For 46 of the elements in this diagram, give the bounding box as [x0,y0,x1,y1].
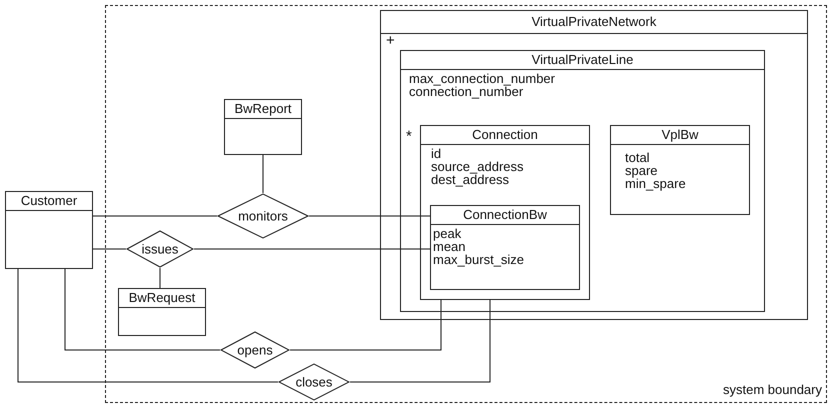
class-box [400,50,765,312]
class-box [118,288,206,336]
multiplicity-mark: + [386,32,395,49]
class-name: BwRequest [119,289,205,308]
connector-line [64,268,220,350]
connector-line [194,248,430,250]
attribute-text: peak [433,227,462,240]
attribute-text: spare [625,164,658,177]
attribute-text: id [431,147,442,160]
class-name: ConnectionBw [431,206,579,225]
attribute-text: source_address [431,160,524,173]
class-name: Customer [6,192,92,211]
boundary-box [105,5,827,403]
attribute-text: total [625,151,650,164]
relationship-diamond [220,331,290,369]
class-box [610,125,750,215]
relationship-label: issues [142,242,178,256]
connector-line [290,300,442,350]
connector-line [18,268,278,382]
attribute-text: min_spare [625,177,686,190]
relationship-diamond [217,193,309,239]
class-box [5,191,93,269]
connector-line [350,300,490,382]
attribute-text: max_burst_size [433,253,524,266]
class-name: VirtualPrivateLine [401,51,764,70]
class-box [430,205,580,290]
connector-line [92,248,126,250]
connector-line [262,154,264,194]
class-name: VplBw [611,126,749,145]
class-box [420,125,590,300]
class-box [224,99,302,155]
relationship-diamond [126,230,194,268]
class-name: Connection [421,126,589,145]
relationship-label: monitors [238,208,288,224]
attribute-text: connection_number [409,85,524,98]
relationship-label: opens [237,342,273,358]
relationship-label: closes [296,374,332,390]
multiplicity-mark: * [406,128,412,145]
relationship-diamond [278,363,350,401]
class-name: BwReport [225,100,301,119]
attribute-text: mean [433,240,466,253]
class-name: VirtualPrivateNetwork [381,11,807,34]
boundary-label: system boundary [723,382,822,397]
class-box [380,10,808,320]
attribute-text: dest_address [431,173,510,186]
attribute-text: max_connection_number [409,72,555,85]
